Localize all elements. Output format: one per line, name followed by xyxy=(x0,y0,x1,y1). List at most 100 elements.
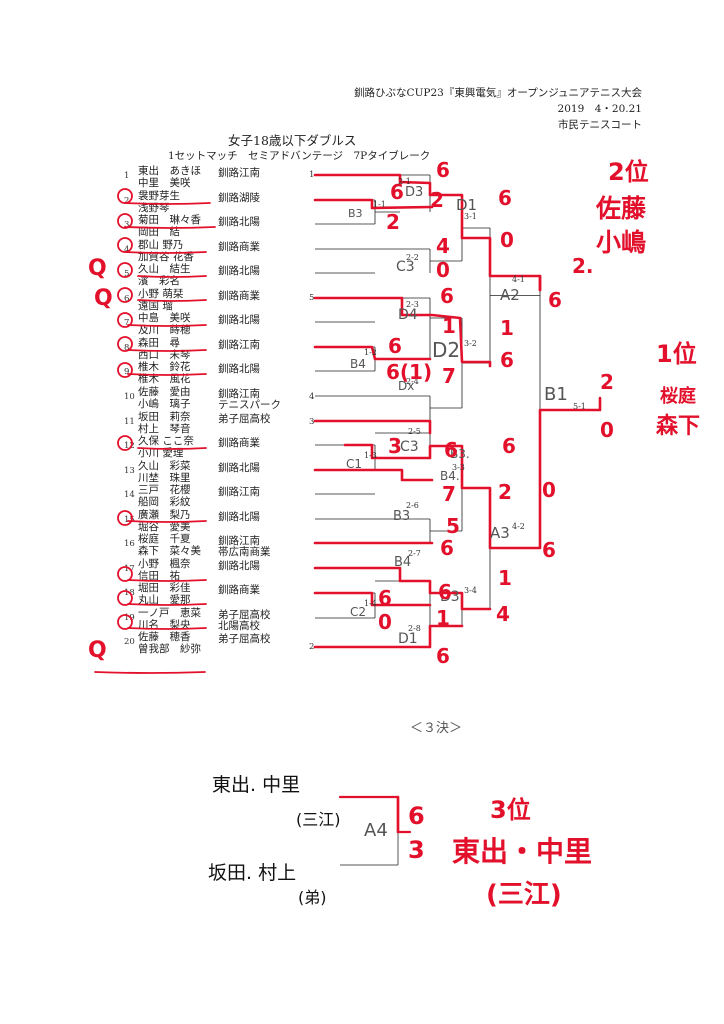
entry-club: 釧路江南 xyxy=(218,486,260,499)
entry-club: 釧路北陽 xyxy=(218,314,260,327)
match-score: 1 xyxy=(500,316,514,340)
entry-player1: 三戸 花櫻 xyxy=(138,484,191,497)
bracket-match-number: 2-4 xyxy=(406,377,419,386)
seed-circle xyxy=(117,188,133,204)
entry-seed: 6 xyxy=(124,293,130,304)
tournament-date: 2019 4・20.21 xyxy=(557,103,642,115)
entry-seed: 1 xyxy=(124,171,130,181)
draw-seed: 2 xyxy=(309,642,315,652)
match-score: 0 xyxy=(500,228,514,252)
entry-club: 釧路湖陵 xyxy=(218,191,260,204)
entry-seed: 12 xyxy=(124,441,135,452)
first-place-label: 1位 xyxy=(656,340,697,368)
winner-path xyxy=(343,396,602,550)
bracket-match-number: 4-2 xyxy=(512,522,525,531)
match-score: 3 xyxy=(388,434,402,458)
match-score: 6 xyxy=(388,334,402,358)
entry-player1: 小野 萌栞 xyxy=(138,287,184,300)
seed-circle xyxy=(117,590,133,606)
entry-club: 弟子屈高校 xyxy=(218,633,271,646)
match-score: 6 xyxy=(378,586,392,610)
seed-circle xyxy=(117,435,133,451)
entry-seed: 10 xyxy=(124,391,135,402)
bracket-match-number: 2-6 xyxy=(406,501,419,510)
match-score: 6 xyxy=(436,158,450,182)
entry-player1: 佐藤 愛由 xyxy=(138,385,191,398)
entry-club: 釧路江南 xyxy=(218,387,260,400)
entry-player1: 東出 あきほ xyxy=(138,165,201,177)
entry-seed: 8 xyxy=(124,342,130,353)
seed-circle xyxy=(117,312,133,328)
match-score: 6 xyxy=(436,644,450,668)
third-team1-club: (三江) xyxy=(296,810,341,829)
match-score: 6 xyxy=(502,434,516,458)
third-team2-club: (弟) xyxy=(298,888,327,907)
entry-club2: 帯広南商業 xyxy=(218,546,271,559)
entry-club: 釧路商業 xyxy=(218,584,260,597)
match-score: 0 xyxy=(436,258,450,282)
bracket-match-number: 2-5 xyxy=(408,427,421,436)
entry-player2: 加賀谷 花香 xyxy=(138,250,194,263)
third-place-names: 東出・中里 xyxy=(452,835,593,868)
entry-club2: 北陽高校 xyxy=(218,619,260,632)
entry-player2: 及川 蒔穂 xyxy=(138,324,191,337)
match-score: 6 xyxy=(444,438,458,462)
draw-seed: 4 xyxy=(309,392,315,402)
entry-player1: 久山 彩菜 xyxy=(138,459,191,472)
third-team1-name: 東出. 中里 xyxy=(212,774,301,796)
winner-path xyxy=(313,296,492,368)
bracket-match-number: 2-7 xyxy=(408,549,421,558)
first-place-name2: 森下 xyxy=(656,414,701,439)
match-score: 4 xyxy=(436,234,450,258)
name-underline xyxy=(127,373,207,376)
entry-player1: 堀田 彩佳 xyxy=(138,582,191,595)
seed-circle xyxy=(117,336,133,352)
match-score: 1 xyxy=(436,606,450,630)
match-code: C3 xyxy=(400,439,419,455)
match-code: B3 xyxy=(348,207,363,220)
name-underline xyxy=(127,579,207,582)
seed-circle xyxy=(117,362,133,378)
name-underline xyxy=(127,627,207,630)
entry-player2: 川埜 珠里 xyxy=(138,471,191,484)
entry-seed: 9 xyxy=(124,367,130,378)
entry-seed: 16 xyxy=(124,539,135,550)
entry-club: 釧路江南 xyxy=(218,535,260,548)
third-score-2: 3 xyxy=(408,836,425,864)
entry-player2: 曽我部 紗弥 xyxy=(138,643,201,656)
match-score: 1 xyxy=(498,566,512,590)
match-score: 4 xyxy=(496,602,510,626)
entry-player1: 菊田 琳々香 xyxy=(138,214,201,227)
winner-path xyxy=(313,173,542,292)
match-code: C1 xyxy=(346,457,363,471)
match-code: D1 xyxy=(456,196,478,214)
entry-club2: テニスパーク xyxy=(218,398,281,411)
entry-player1: 郡山 野乃 xyxy=(138,238,184,251)
tournament-venue: 市民テニスコート xyxy=(558,119,642,131)
match-score: 5 xyxy=(446,514,460,538)
bracket-match-number: 2-3 xyxy=(406,300,419,309)
entry-player2: 濱 彩名 xyxy=(138,275,180,288)
winner-path xyxy=(313,624,464,649)
match-score: 1 xyxy=(442,314,456,338)
match-code: B4 xyxy=(350,357,366,371)
entry-player2: 岡田 結 xyxy=(138,226,180,239)
match-score: 6 xyxy=(500,348,514,372)
match-code: B3. xyxy=(450,447,470,461)
entry-player1: 桜庭 千夏 xyxy=(138,533,191,546)
entry-club: 釧路北陽 xyxy=(218,363,260,376)
name-underline xyxy=(127,349,207,352)
match-score: 0 xyxy=(542,478,556,502)
entry-club: 釧路北陽 xyxy=(218,216,260,229)
match-code: D2 xyxy=(432,338,461,362)
entry-club: 釧路商業 xyxy=(218,240,260,253)
entry-seed: 3 xyxy=(124,220,130,231)
entry-player2: 小川 愛理 xyxy=(138,447,184,460)
bracket-match-number: 1-1 xyxy=(373,200,386,209)
match-code: D3 xyxy=(405,185,424,200)
winner-path xyxy=(313,468,434,482)
match-score: 6 xyxy=(548,288,562,312)
match-score: 7 xyxy=(442,364,456,388)
entry-player2: 中里 美咲 xyxy=(138,177,191,189)
